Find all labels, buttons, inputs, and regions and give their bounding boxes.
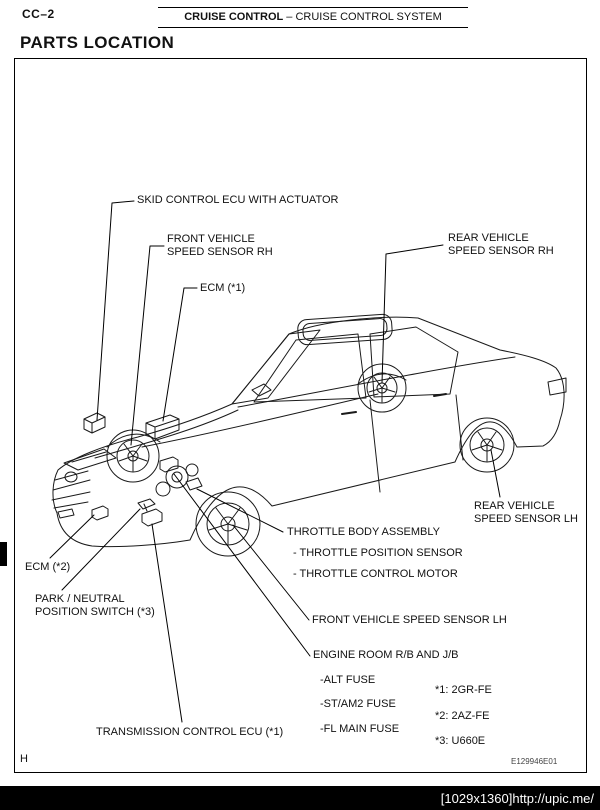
label-throttle-position-sensor: - THROTTLE POSITION SENSOR (293, 547, 463, 559)
section-header: CRUISE CONTROL – CRUISE CONTROL SYSTEM (158, 7, 468, 28)
label-park-neutral-switch-line1: PARK / NEUTRAL (35, 593, 125, 605)
label-rear-speed-sensor-rh-line2: SPEED SENSOR RH (448, 245, 554, 257)
label-park-neutral-switch: PARK / NEUTRAL POSITION SWITCH (*3) (35, 593, 155, 619)
figure-code: E129946E01 (511, 757, 558, 766)
figure-border (14, 58, 587, 773)
skid-control-ecu-shape (83, 412, 106, 434)
label-throttle-control-motor: - THROTTLE CONTROL MOTOR (293, 568, 458, 580)
ecm2-shape (91, 505, 109, 521)
label-rear-speed-sensor-lh-line1: REAR VEHICLE (474, 500, 555, 512)
label-rear-speed-sensor-lh: REAR VEHICLE SPEED SENSOR LH (474, 500, 578, 526)
label-throttle-body: THROTTLE BODY ASSEMBLY (287, 526, 441, 538)
park-neutral-switch-shape (137, 498, 156, 512)
sunroof (297, 313, 393, 346)
label-engine-room-rb-jb: ENGINE ROOM R/B AND J/B (313, 649, 459, 661)
label-front-speed-sensor-rh: FRONT VEHICLE SPEED SENSOR RH (167, 233, 273, 259)
label-rear-speed-sensor-lh-line2: SPEED SENSOR LH (474, 513, 578, 525)
label-front-speed-sensor-rh-line1: FRONT VEHICLE (167, 233, 255, 245)
note-3: *3: U660E (435, 735, 486, 747)
relay-block-shape (159, 456, 179, 473)
label-ecm-2: ECM (*2) (25, 561, 71, 573)
front-right-wheel (106, 429, 160, 483)
page-title: PARTS LOCATION (20, 33, 175, 52)
section-header-bold: CRUISE CONTROL (184, 11, 284, 23)
note-2: *2: 2AZ-FE (435, 710, 490, 722)
section-header-rest: – CRUISE CONTROL SYSTEM (286, 11, 442, 23)
label-rear-speed-sensor-rh: REAR VEHICLE SPEED SENSOR RH (448, 232, 554, 258)
label-transmission-control-ecu: TRANSMISSION CONTROL ECU (*1) (96, 726, 284, 738)
throttle-body-shape (155, 463, 203, 497)
note-1: *1: 2GR-FE (435, 684, 492, 696)
page-code: CC–2 (22, 7, 55, 21)
rear-left-wheel (459, 417, 515, 473)
transmission-ecu-shape (141, 508, 163, 527)
components (83, 412, 203, 527)
label-rear-speed-sensor-rh-line1: REAR VEHICLE (448, 232, 529, 244)
leader-lines (49, 200, 501, 723)
label-park-neutral-switch-line2: POSITION SWITCH (*3) (35, 606, 155, 618)
label-front-speed-sensor-lh: FRONT VEHICLE SPEED SENSOR LH (312, 614, 507, 626)
watermark-text: [1029x1360]http://upic.me/ (440, 790, 594, 806)
car-outline (51, 313, 567, 548)
watermark-bar: [1029x1360]http://upic.me/ (0, 786, 600, 810)
page-edge-tab (0, 542, 7, 566)
ecm-shape (145, 414, 180, 440)
front-left-wheel (195, 491, 261, 557)
wheels (106, 363, 515, 557)
label-alt-fuse: -ALT FUSE (320, 674, 376, 686)
revision-mark: H (20, 753, 28, 765)
label-front-speed-sensor-rh-line2: SPEED SENSOR RH (167, 246, 273, 258)
label-ecm-1: ECM (*1) (200, 282, 246, 294)
label-st-am2-fuse: -ST/AM2 FUSE (320, 698, 396, 710)
label-fl-main-fuse: -FL MAIN FUSE (320, 723, 400, 735)
label-skid-control-ecu: SKID CONTROL ECU WITH ACTUATOR (137, 194, 339, 206)
